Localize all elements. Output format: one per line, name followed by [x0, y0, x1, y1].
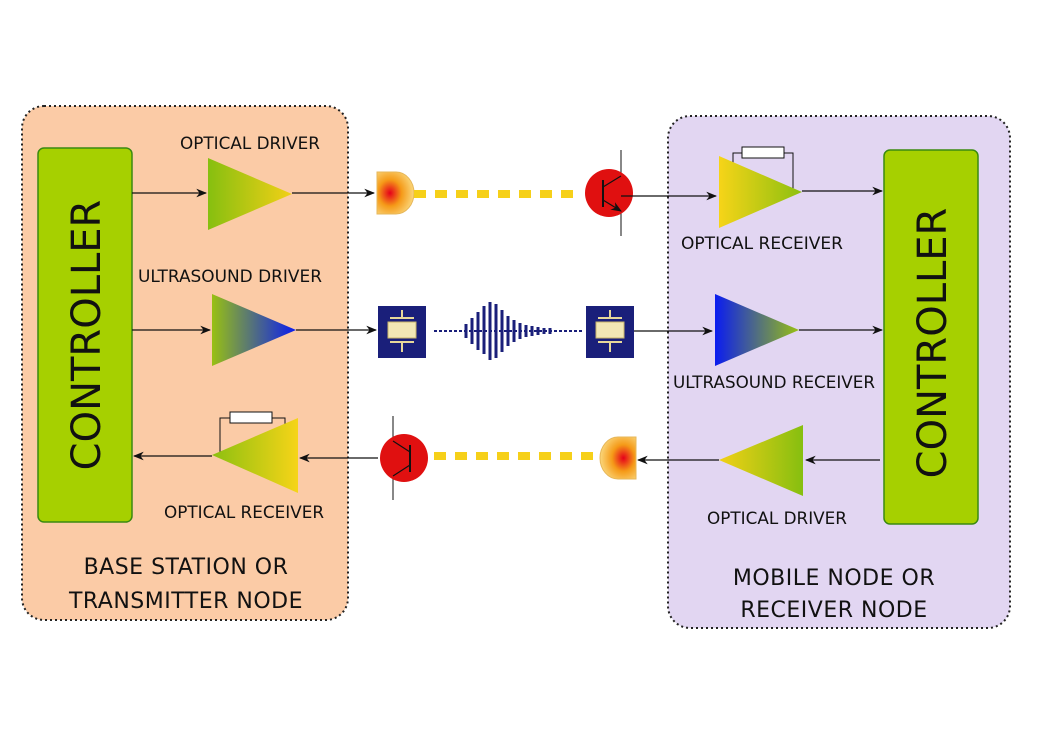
- ultrasound-receiver-transducer-icon: [586, 306, 634, 358]
- mobile-ultrasound-receiver-label: ULTRASOUND RECEIVER: [673, 373, 875, 393]
- ultrasound-transducer-icon: [378, 306, 426, 358]
- base-optical-receiver-label: OPTICAL RECEIVER: [164, 503, 324, 523]
- base-station-panel: CONTROLLER OPTICAL DRIVER ULTRASOUND DRI…: [21, 105, 378, 621]
- mobile-node-label-line2: RECEIVER NODE: [740, 598, 927, 623]
- mobile-ultrasound-receiver-triangle: [715, 294, 799, 366]
- mobile-controller-block: CONTROLLER: [883, 149, 979, 525]
- base-node-label-line2: TRANSMITTER NODE: [68, 589, 303, 614]
- ultrasound-wave-icon: [434, 302, 582, 360]
- mobile-optical-receiver-label: OPTICAL RECEIVER: [681, 234, 843, 254]
- mobile-node-panel: CONTROLLER OPTICAL RECEIVER ULTRASOUND R…: [636, 115, 1011, 629]
- mobile-optical-receiver-triangle: [719, 156, 802, 228]
- mobile-optical-driver-label: OPTICAL DRIVER: [707, 509, 847, 529]
- base-feedback-resistor-icon: [219, 411, 286, 455]
- mobile-node-label-line1: MOBILE NODE OR: [733, 566, 935, 591]
- base-phototransistor-icon: [380, 416, 428, 500]
- base-node-label-line1: BASE STATION OR: [84, 555, 289, 580]
- base-ultrasound-driver-triangle: [212, 294, 296, 366]
- mobile-led-icon: [599, 436, 637, 480]
- base-optical-receiver-triangle: [212, 418, 298, 493]
- mobile-optical-driver-triangle: [719, 425, 803, 496]
- mobile-feedback-resistor-icon: [732, 146, 794, 190]
- base-controller-label: CONTROLLER: [64, 200, 110, 471]
- base-optical-driver-label: OPTICAL DRIVER: [180, 134, 320, 154]
- led-icon: [376, 171, 415, 215]
- base-ultrasound-driver-label: ULTRASOUND DRIVER: [138, 267, 322, 287]
- base-optical-driver-triangle: [208, 158, 292, 230]
- base-controller-block: CONTROLLER: [37, 147, 133, 523]
- mobile-controller-label: CONTROLLER: [910, 208, 956, 479]
- phototransistor-icon: [585, 150, 718, 236]
